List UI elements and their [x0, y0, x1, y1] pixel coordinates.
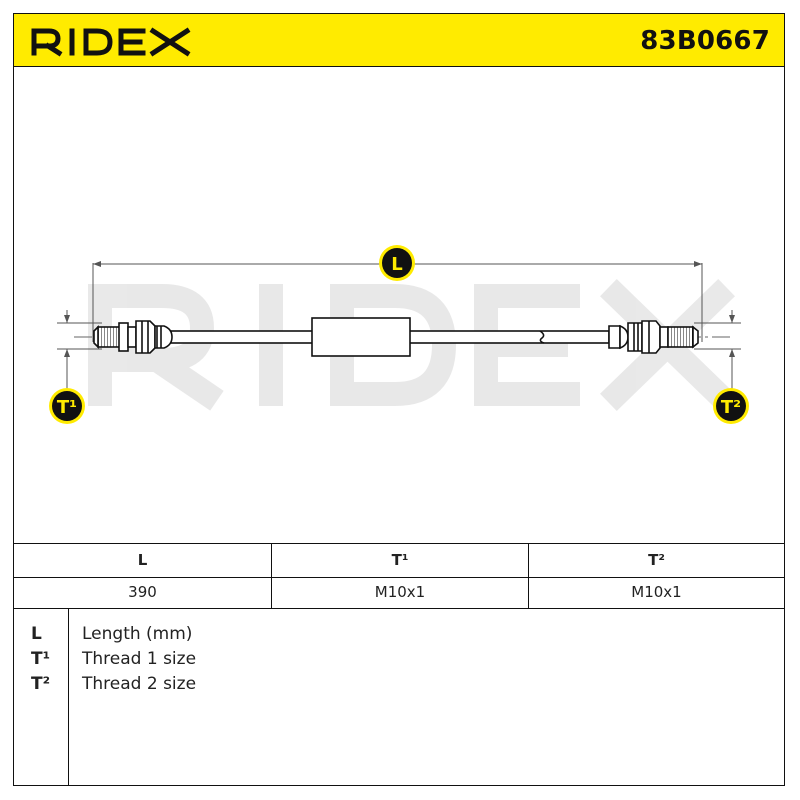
- product-sheet: 83B0667: [13, 13, 785, 786]
- thread-1-label: T¹: [57, 397, 77, 418]
- length-label-badge: L: [379, 245, 415, 281]
- spec-value-thread-1: M10x1: [374, 583, 426, 601]
- part-number: 83B0667: [640, 26, 770, 56]
- spec-header-thread-1: T¹: [272, 544, 528, 578]
- legend-item-thread-1: T¹ Thread 1 size: [14, 647, 784, 671]
- spec-column-thread-1: T¹ M10x1: [272, 544, 529, 608]
- legend-description-thread-1: Thread 1 size: [82, 649, 197, 669]
- spec-value-length: 390: [128, 583, 157, 601]
- thread-1-dimension: [57, 310, 102, 390]
- thread-1-label-badge: T¹: [49, 388, 85, 424]
- length-label: L: [391, 254, 402, 275]
- thread-2-label-badge: T²: [713, 388, 749, 424]
- spec-value-thread-2: M10x1: [631, 583, 682, 601]
- spec-header-thread-2: T²: [529, 544, 784, 578]
- brand-header: 83B0667: [14, 14, 784, 67]
- specification-table: L 390 T¹ M10x1 T² M10x1: [14, 543, 784, 609]
- legend-item-length: L Length (mm): [14, 622, 784, 646]
- thread-2-label: T²: [721, 397, 741, 418]
- legend-item-thread-2: T² Thread 2 size: [14, 672, 784, 696]
- legend: L Length (mm) T¹ Thread 1 size T² Thread…: [14, 609, 784, 785]
- ridex-logo: [31, 27, 191, 57]
- legend-divider: [68, 609, 69, 785]
- legend-key-thread-2: T²: [31, 674, 51, 694]
- legend-key-thread-1: T¹: [31, 649, 51, 669]
- legend-key-length: L: [31, 624, 42, 644]
- legend-description-length: Length (mm): [82, 624, 193, 644]
- legend-description-thread-2: Thread 2 size: [82, 674, 197, 694]
- spec-column-thread-2: T² M10x1: [529, 544, 784, 608]
- spec-header-length: L: [14, 544, 271, 578]
- brake-hose: [74, 317, 730, 357]
- thread-2-dimension: [694, 310, 741, 390]
- brake-hose-drawing: L T¹ T²: [49, 245, 749, 424]
- spec-column-length: L 390: [14, 544, 272, 608]
- ridex-watermark: [88, 279, 735, 411]
